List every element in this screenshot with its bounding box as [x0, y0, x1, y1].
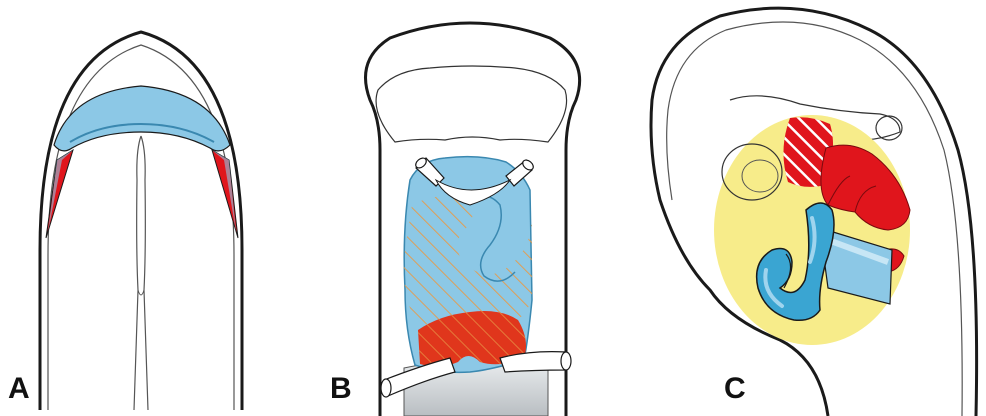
panel-label-b: B: [330, 374, 352, 404]
panel-label-c: C: [724, 374, 746, 404]
panel-label-a: A: [8, 374, 30, 404]
panel-a: [40, 32, 242, 410]
inflow-opening-left: [381, 379, 391, 397]
panel-c: [651, 8, 977, 416]
neural-groove-notch: [138, 290, 144, 295]
head-fold-outline: [376, 66, 567, 142]
inflow-opening-right: [561, 352, 571, 370]
panel-b: [366, 23, 580, 416]
neural-groove: [134, 136, 148, 410]
